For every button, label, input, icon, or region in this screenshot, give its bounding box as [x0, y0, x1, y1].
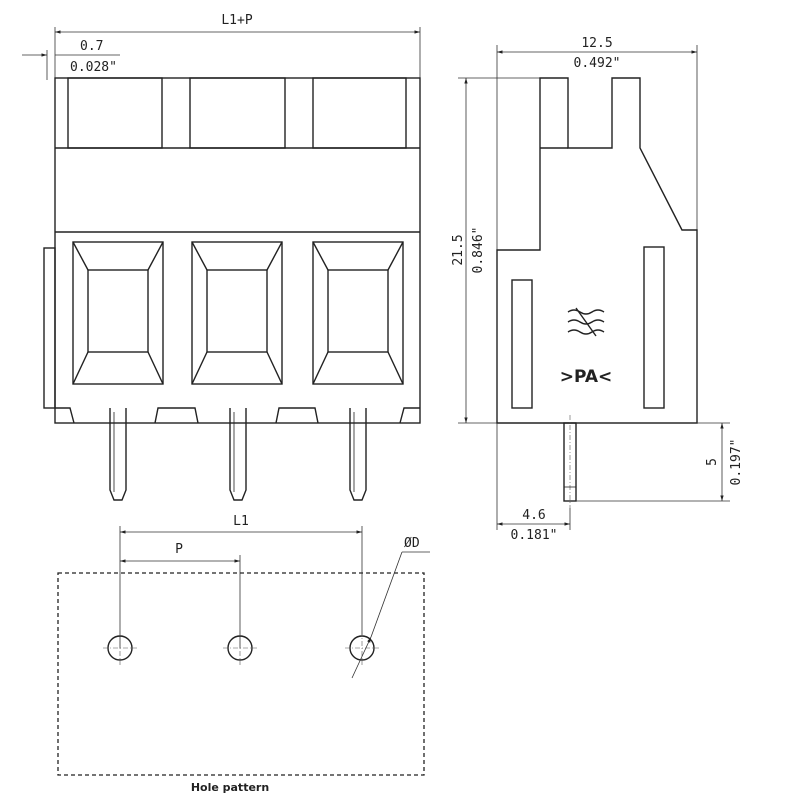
- side-height-in: 0.846": [471, 227, 486, 274]
- side-slot-left: [511, 279, 533, 409]
- front-screw-opening-1: [67, 77, 163, 149]
- manufacturer-logo-icon: [567, 307, 605, 337]
- side-width-in: 0.492": [574, 56, 621, 71]
- hole-pattern-caption: Hole pattern: [191, 781, 269, 794]
- front-bottom-notches: [55, 407, 420, 424]
- side-body-outline: [496, 77, 698, 424]
- front-screw-opening-2: [189, 77, 286, 149]
- side-view: 12.5 0.492" 21.5 0.846" >PA<: [451, 36, 744, 543]
- front-pin-3: [349, 408, 367, 501]
- hole-diameter-label: ØD: [404, 536, 420, 551]
- side-pin-len-mm: 5: [705, 458, 720, 466]
- hole-diameter-leader-ext: [370, 551, 403, 638]
- hole-pitch-label: P: [175, 542, 183, 557]
- front-overall-dim-label: L1+P: [221, 13, 252, 28]
- front-side-tab: [43, 247, 56, 409]
- front-wire-entry-2: [191, 241, 283, 385]
- front-wire-entry-1: [72, 241, 164, 385]
- front-screw-opening-3: [312, 77, 407, 149]
- hole-span-label: L1: [233, 514, 249, 529]
- material-mark: >PA<: [560, 367, 613, 387]
- hole-3: [345, 631, 379, 665]
- side-slot-right: [643, 246, 665, 409]
- hole-diameter-leader: [351, 636, 372, 679]
- side-pin-offset-mm: 4.6: [522, 508, 545, 523]
- side-pin-offset-in: 0.181": [511, 528, 558, 543]
- hole-2: [223, 631, 257, 665]
- side-height-mm: 21.5: [451, 234, 466, 265]
- hole-pattern-outline: [57, 572, 425, 776]
- front-offset-mm: 0.7: [80, 39, 103, 54]
- front-pin-1: [109, 408, 127, 501]
- hole-1: [103, 631, 137, 665]
- hole-pattern-view: L1 P ØD Hole pattern: [57, 514, 430, 794]
- front-pin-2: [229, 408, 247, 501]
- side-pin-len-in: 0.197": [729, 439, 744, 486]
- front-body-outline: [54, 77, 421, 424]
- front-view: L1+P 0.7 0.028": [22, 13, 421, 501]
- side-pin: [563, 415, 577, 508]
- side-width-mm: 12.5: [581, 36, 612, 51]
- front-wire-entry-3: [312, 241, 404, 385]
- front-offset-in: 0.028": [70, 60, 117, 75]
